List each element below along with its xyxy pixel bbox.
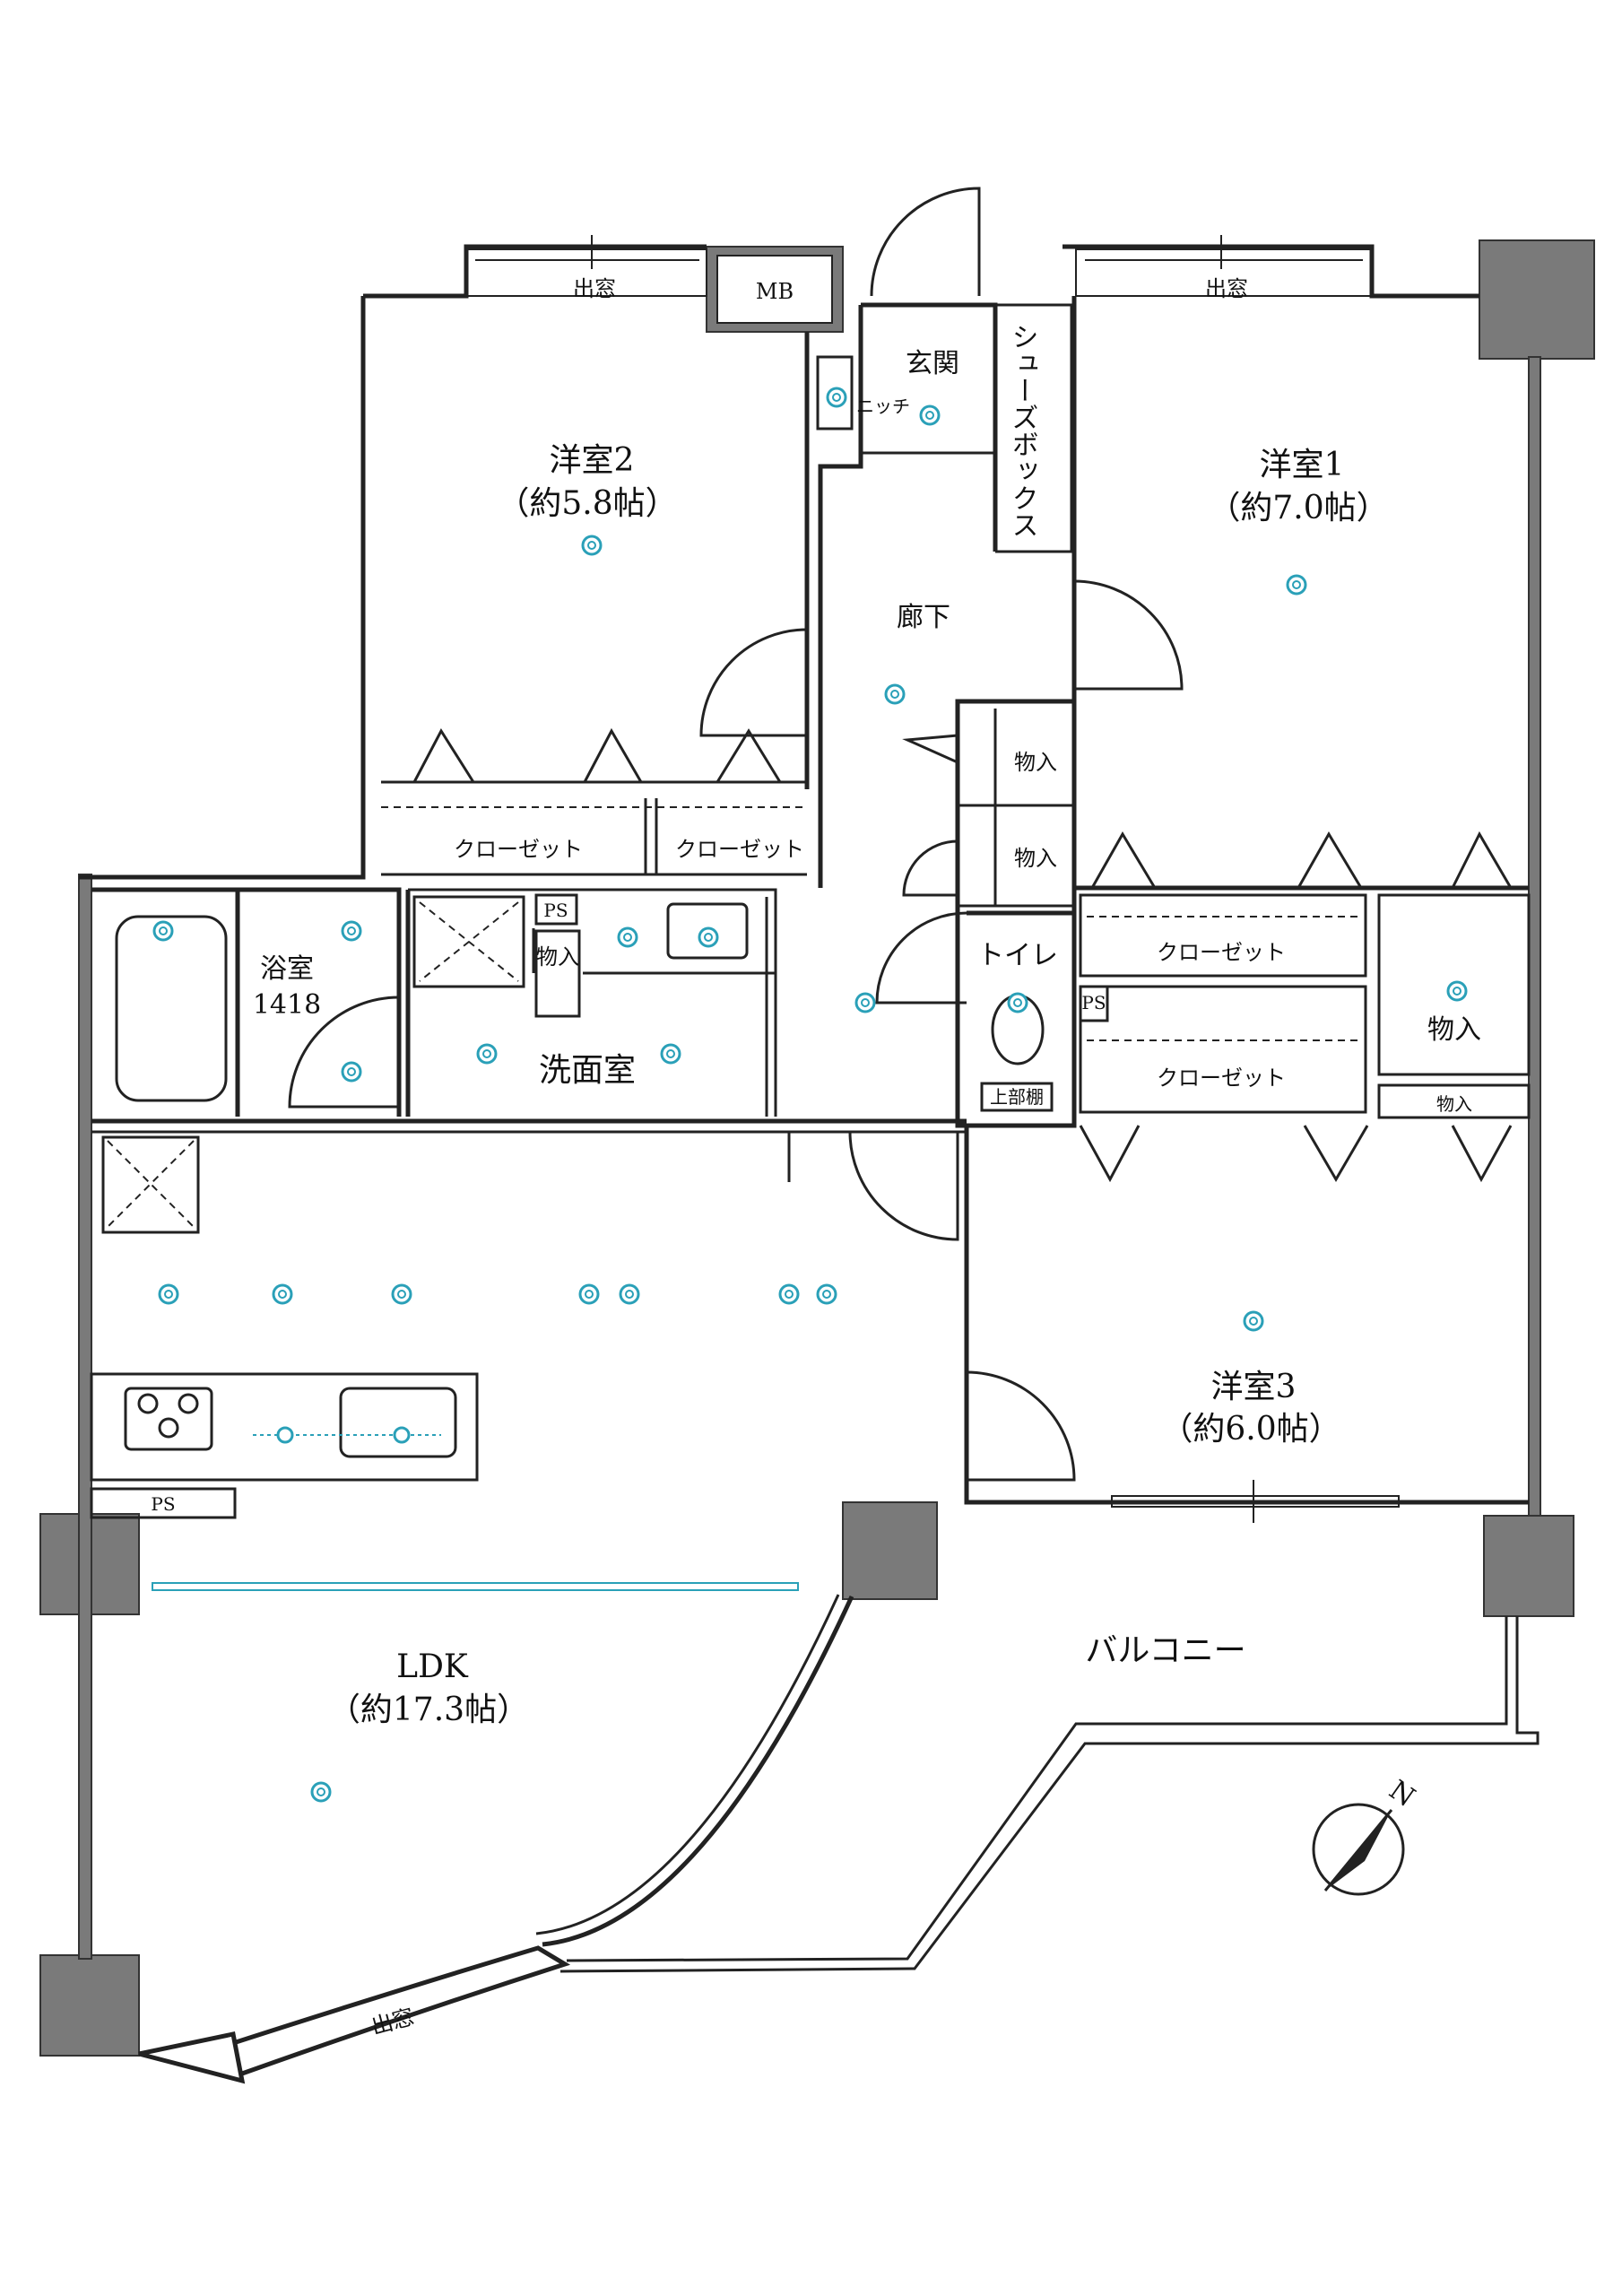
column-left-bottom: [39, 1954, 140, 2057]
bedroom3-window: [1111, 1495, 1400, 1508]
ps-label-washroom: PS: [543, 900, 568, 921]
outer-wall-lower-left: [138, 2031, 246, 2084]
bath-walls: [91, 887, 411, 1117]
compass-circle: [1312, 1803, 1405, 1896]
wash-basin: [666, 902, 749, 960]
washroom-label: 洗面室: [539, 1052, 636, 1089]
ldk-rail: [152, 1582, 799, 1591]
bedroom3-door: [966, 1370, 1076, 1482]
bedroom2-size: （約5.8帖）: [497, 485, 677, 522]
entrance-door: [870, 187, 981, 297]
column-top-right: [1479, 239, 1595, 360]
column-balcony-right: [1483, 1515, 1574, 1617]
bedroom2-name: 洋室2: [550, 442, 635, 479]
bath-size: 1418: [253, 989, 321, 1021]
ps-label-right: PS: [1081, 992, 1106, 1013]
storage-label-1: 物入: [1014, 750, 1057, 775]
outer-wall-top-left: [363, 244, 707, 299]
storage-label-right: 物入: [1427, 1014, 1481, 1046]
bedroom3-size: （約6.0帖）: [1160, 1411, 1340, 1448]
outer-wall-bedroom2-left: [79, 296, 366, 880]
downlights: [152, 387, 1468, 1803]
outer-wall-top-right: [1063, 244, 1479, 299]
ldk-door: [787, 1131, 959, 1241]
ps-label-kitchen: PS: [151, 1493, 175, 1515]
ps-washroom: [534, 893, 578, 926]
storage-label-washroom: 物入: [536, 944, 579, 970]
ldk-name: LDK: [396, 1648, 469, 1685]
ldk-curve-wall: [542, 1595, 854, 1947]
washroom-storage: [534, 929, 581, 1018]
bay-window-bedroom1: [1075, 248, 1373, 297]
storage-right: [1377, 893, 1531, 1076]
column-balcony-left: [842, 1501, 938, 1600]
kitchen-sink: [339, 1387, 457, 1458]
kitchen-counter: [90, 1372, 479, 1482]
niche-label: ニッチ: [856, 396, 910, 417]
kitchen-ps: [90, 1487, 237, 1519]
niche-box: [816, 355, 854, 430]
bay-window-label-bedroom2: 出窓: [573, 276, 616, 301]
washroom-walls: [408, 888, 777, 1117]
storage-label-right-small: 物入: [1436, 1093, 1472, 1115]
bathtub: [115, 915, 228, 1102]
toilet-door: [875, 911, 967, 1004]
outer-wall-left: [78, 874, 92, 1960]
closet-label-bedroom2-a: クローゼット: [454, 837, 583, 862]
ldk-size: （約17.3帖）: [328, 1692, 529, 1728]
mb-box: [716, 255, 833, 324]
balcony-outline: [559, 1616, 1540, 1973]
balcony-outline-inner: [566, 1616, 1508, 1962]
stove: [124, 1387, 213, 1451]
bedroom3-closet-doors: [1079, 1125, 1513, 1183]
bath-door: [288, 996, 400, 1109]
entrance-walls: [818, 302, 998, 888]
balcony-label: バルコニー: [1085, 1632, 1245, 1669]
bath-name: 浴室: [260, 953, 314, 985]
closet-label-right-lower: クローゼット: [1157, 1065, 1286, 1091]
bay-window-lower: [232, 1945, 571, 2076]
corridor-label: 廊下: [897, 602, 950, 633]
shoe-box: [995, 303, 1073, 553]
bedroom3-name: 洋室3: [1211, 1369, 1297, 1405]
toilet-walls: [967, 910, 1077, 1128]
corridor-pointer: [902, 734, 958, 764]
outer-wall-right: [1528, 356, 1541, 1517]
closet-label-right-upper: クローゼット: [1157, 940, 1286, 965]
closet-label-bedroom2-b: クローゼット: [675, 837, 804, 862]
ps-right: [1079, 985, 1109, 1022]
storage-label-2: 物入: [1014, 846, 1057, 871]
bedroom1-closet-doors: [1090, 831, 1513, 889]
bay-window-label-ldk: 出窓: [369, 2005, 417, 2039]
pantry-box: [101, 1135, 200, 1234]
bedroom3-walls: [964, 1126, 1529, 1505]
upper-shelf: [980, 1082, 1054, 1112]
storage-door-1: [902, 839, 958, 897]
washing-machine: [412, 895, 525, 988]
bedroom1-name: 洋室1: [1260, 447, 1345, 483]
closet-right-upper: [1079, 893, 1367, 978]
bedroom1-door: [1073, 579, 1184, 691]
entrance-label: 玄関: [906, 348, 959, 379]
closet-right-lower: [1079, 985, 1367, 1114]
bedroom1-size: （約7.0帖）: [1208, 490, 1388, 526]
bay-window-bedroom2: [465, 248, 707, 297]
bedroom2-door: [699, 628, 808, 737]
compass-north-label: N: [1383, 1774, 1421, 1813]
toilet-label: トイレ: [977, 940, 1058, 971]
upper-shelf-label: 上部棚: [990, 1086, 1044, 1108]
ldk-curve-wall-inner: [535, 1594, 840, 1935]
shoe-box-label: シューズボックス: [1007, 323, 1038, 538]
mb-label: MB: [756, 279, 794, 304]
storage-right-small: [1377, 1083, 1531, 1119]
bedroom2-closet-doors: [412, 727, 782, 783]
bay-window-label-bedroom1: 出窓: [1205, 276, 1248, 301]
